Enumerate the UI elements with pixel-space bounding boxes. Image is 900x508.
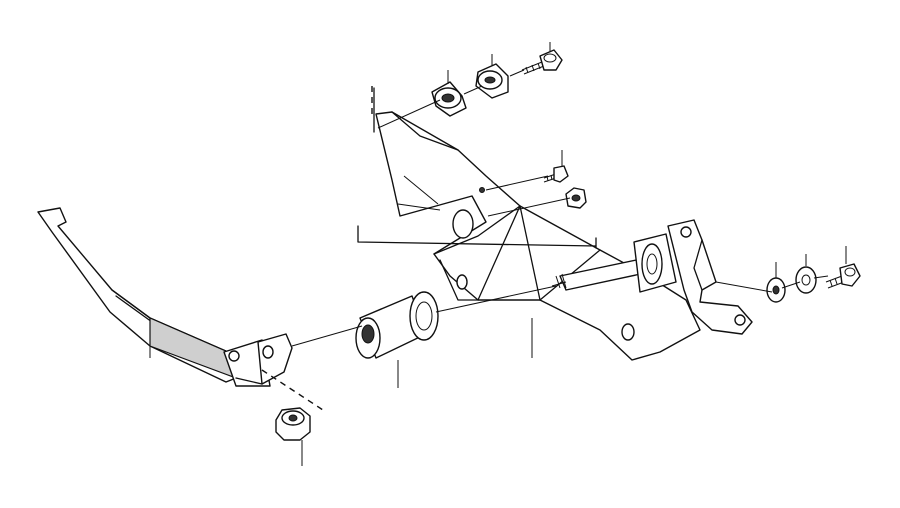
rubber-grommet <box>431 81 467 117</box>
spring-washer <box>795 266 817 294</box>
wiper-arm <box>37 207 293 387</box>
mounting-bracket <box>375 111 701 361</box>
spindle-bushing <box>355 291 439 359</box>
leader-lines <box>149 42 847 466</box>
crank-screw <box>825 263 861 289</box>
hex-nut <box>565 187 587 209</box>
arm-nut <box>275 407 311 441</box>
washer <box>766 277 786 303</box>
small-screw <box>543 165 569 183</box>
linkage-crank <box>667 219 753 335</box>
wiper-spindle <box>551 233 677 293</box>
assembly-lines <box>261 69 829 413</box>
grommet-sleeve <box>475 63 509 99</box>
bracket-screw <box>521 49 563 75</box>
